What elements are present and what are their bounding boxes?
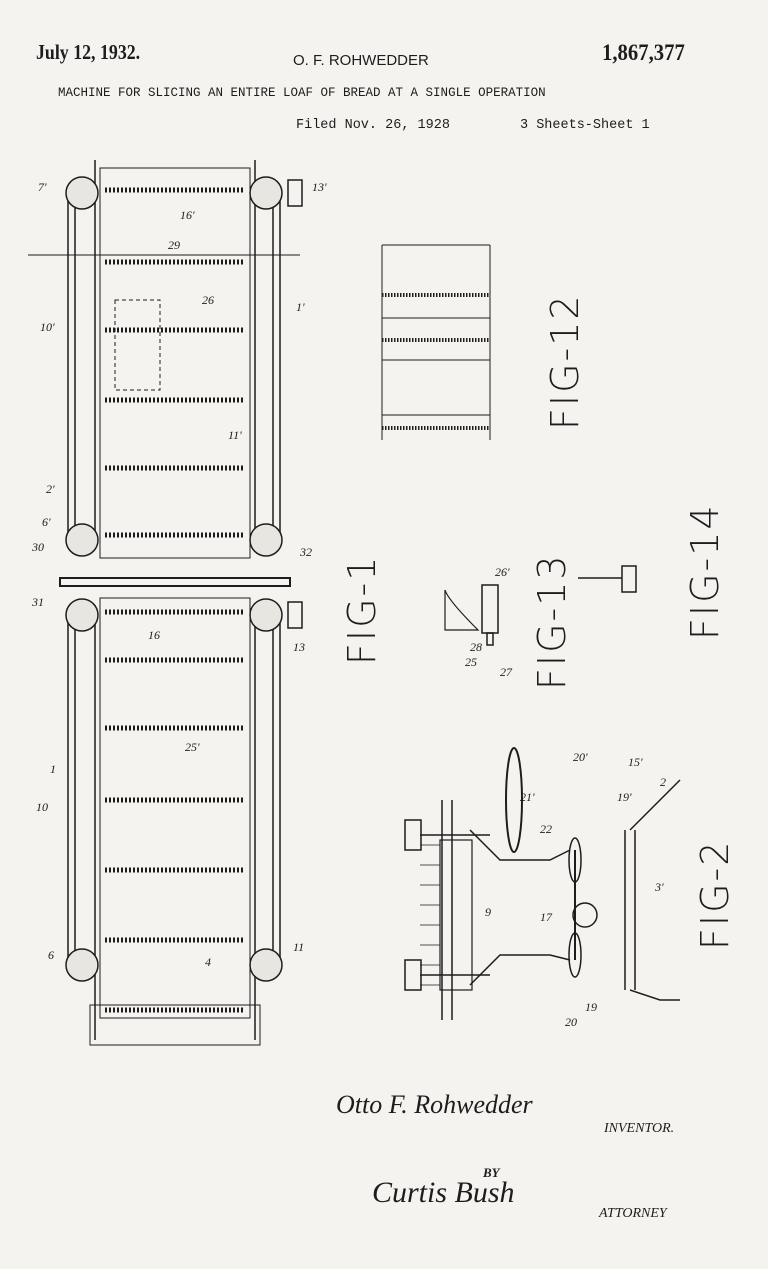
ref-numeral: 10 xyxy=(36,800,48,814)
ref-numeral: 2 xyxy=(660,775,666,789)
fig1-label: FIG-1 xyxy=(340,555,384,665)
patent-title: MACHINE FOR SLICING AN ENTIRE LOAF OF BR… xyxy=(58,86,546,100)
fig2-drawing xyxy=(404,747,681,1020)
ref-numeral: 3' xyxy=(655,880,664,894)
ref-numeral: 28 xyxy=(470,640,482,654)
ref-numeral: 20 xyxy=(565,1015,577,1029)
ref-numeral: 6' xyxy=(42,515,51,529)
ref-numeral: 16 xyxy=(148,628,160,642)
patent-date: July 12, 1932. xyxy=(36,40,141,64)
ref-numeral: 19' xyxy=(617,790,632,804)
by-label: BY xyxy=(483,1165,500,1180)
fig14-label: FIG-14 xyxy=(683,503,727,640)
ref-numeral: 25' xyxy=(185,740,200,754)
patent-number: 1,867,377 xyxy=(602,40,685,65)
ref-numeral: 15' xyxy=(628,755,643,769)
ref-numeral: 25 xyxy=(465,655,477,669)
inventor-signature: Otto F. Rohwedder xyxy=(336,1090,533,1119)
ref-numeral: 9 xyxy=(485,905,491,919)
inventor-label: INVENTOR. xyxy=(604,1121,675,1136)
ref-numeral: 2' xyxy=(46,482,55,496)
fig13-drawing xyxy=(444,584,499,646)
ref-numeral: 11 xyxy=(293,940,305,954)
fig12-label: FIG-12 xyxy=(543,293,587,430)
ref-numeral: 13' xyxy=(312,180,327,194)
ref-numeral: 16' xyxy=(180,208,195,222)
ref-numeral: 6 xyxy=(48,948,54,962)
fig12-drawing xyxy=(381,244,491,440)
ref-numeral: 13 xyxy=(293,640,305,654)
ref-numeral: 29 xyxy=(168,238,180,252)
inventor-name: O. F. ROHWEDDER xyxy=(293,52,429,69)
ref-numeral: 11' xyxy=(228,428,242,442)
fig1-drawing xyxy=(28,160,303,1046)
fig13-label: FIG-13 xyxy=(530,553,574,690)
ref-numeral: 7' xyxy=(38,180,47,194)
ref-numeral: 19 xyxy=(585,1000,597,1014)
ref-numeral: 20' xyxy=(573,750,588,764)
attorney-label: ATTORNEY xyxy=(599,1206,667,1221)
ref-numeral: 4 xyxy=(205,955,211,969)
ref-numeral: 30 xyxy=(32,540,44,554)
fig14-drawing xyxy=(578,565,637,593)
ref-numeral: 26 xyxy=(202,293,214,307)
ref-numeral: 1 xyxy=(50,762,56,776)
filing-date: Filed Nov. 26, 1928 xyxy=(296,118,450,133)
ref-numeral: 10' xyxy=(40,320,55,334)
ref-numeral: 22 xyxy=(540,822,552,836)
ref-numeral: 21' xyxy=(520,790,535,804)
ref-numeral: 26' xyxy=(495,565,510,579)
attorney-signature: Curtis Bush xyxy=(372,1176,515,1209)
fig2-label: FIG-2 xyxy=(693,840,737,950)
ref-numeral: 1' xyxy=(296,300,305,314)
sheet-count: 3 Sheets-Sheet 1 xyxy=(520,118,650,133)
ref-numeral: 32 xyxy=(300,545,312,559)
ref-numeral: 27 xyxy=(500,665,512,679)
ref-numeral: 31 xyxy=(32,595,44,609)
ref-numeral: 17 xyxy=(540,910,552,924)
